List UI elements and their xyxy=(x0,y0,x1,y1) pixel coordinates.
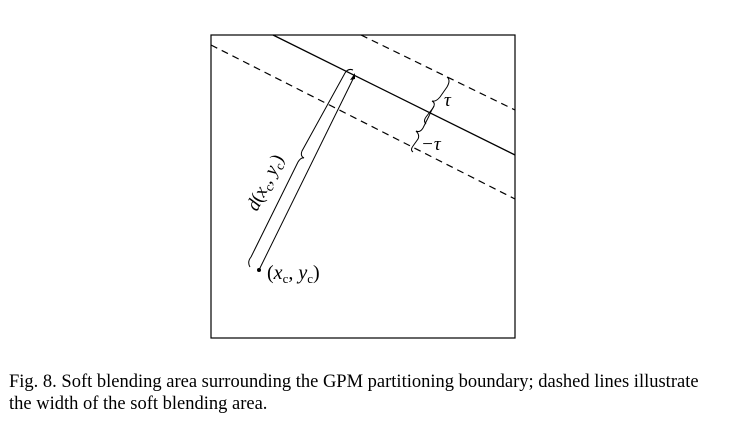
tau-lower-label: −τ xyxy=(421,134,442,155)
center-point-label: (xc, yc) xyxy=(267,262,320,286)
figure-frame xyxy=(210,34,516,339)
figure-caption: Fig. 8. Soft blending area surrounding t… xyxy=(9,372,699,414)
partition-boundary-line xyxy=(272,34,516,156)
svg-text:d(xc, yc): d(xc, yc) xyxy=(243,151,290,215)
distance-arrow-line xyxy=(258,76,355,271)
distance-arrowhead xyxy=(350,73,355,80)
center-point-dot xyxy=(257,268,261,272)
tau-lower-brace xyxy=(411,105,435,153)
tau-upper-label: τ xyxy=(444,90,452,111)
distance-brace xyxy=(248,68,354,268)
lower-dashed-line xyxy=(210,44,516,200)
upper-dashed-line xyxy=(360,34,516,111)
tau-upper-brace xyxy=(424,76,450,125)
distance-label: d(xc, yc) xyxy=(243,151,290,215)
